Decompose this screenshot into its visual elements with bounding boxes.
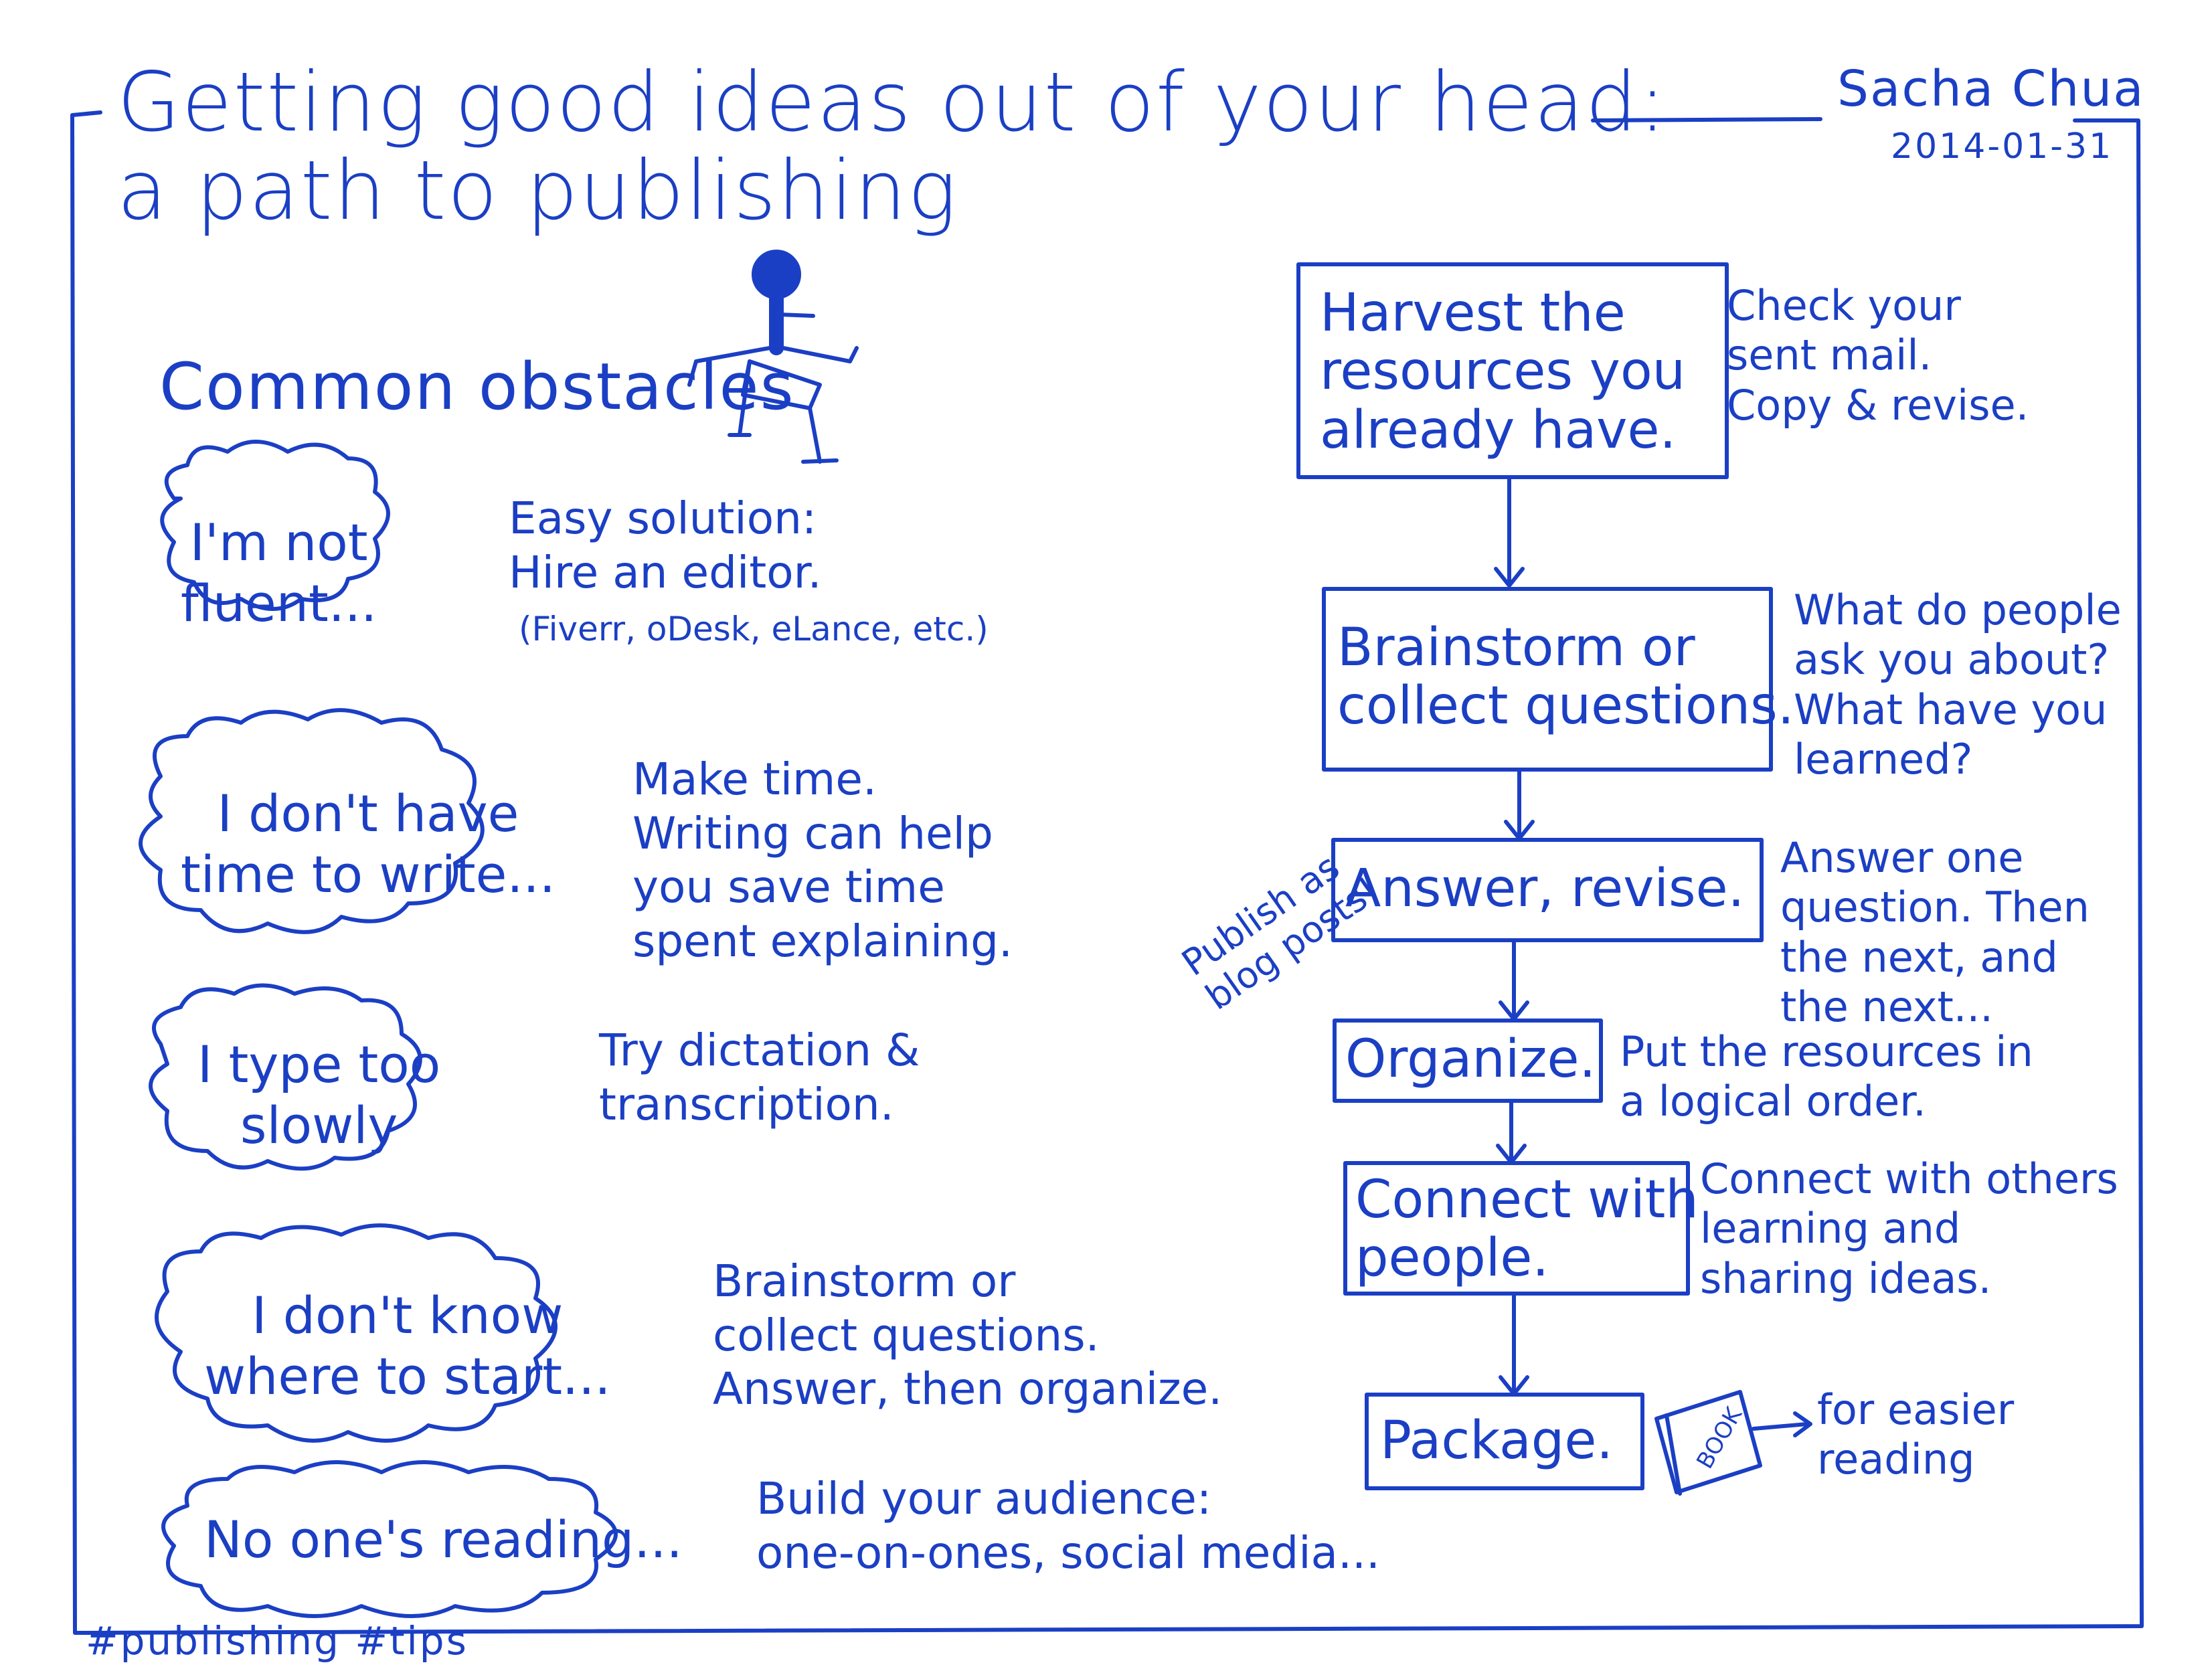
arrow-4: [1496, 1099, 1527, 1164]
arrow-1: [1494, 475, 1525, 588]
path-step-note: for easier reading: [1817, 1385, 2015, 1484]
obstacle-quote: No one's reading...: [204, 1510, 683, 1569]
obstacle-solution: Try dictation & transcription.: [599, 1025, 920, 1130]
path-step-note: Connect with others learning and sharing…: [1700, 1154, 2118, 1303]
page-title: Getting good ideas out of your head: a p…: [117, 55, 1668, 238]
arrow-3: [1499, 938, 1529, 1021]
path-step-note: Check your sent mail. Copy & revise.: [1727, 281, 2029, 430]
obstacle-solution: Brainstorm or collect questions. Answer,…: [713, 1255, 1223, 1415]
obstacle-solution: Easy solution: Hire an editor.: [509, 493, 822, 598]
step-box-1: [1296, 262, 1729, 479]
path-step-label: Package.: [1380, 1411, 1614, 1471]
author-name: Sacha Chua: [1837, 60, 2145, 118]
path-step-label: Brainstorm or collect questions.: [1337, 618, 1794, 737]
obstacle-solution: Make time. Writing can help you save tim…: [632, 754, 1013, 967]
sketch-date: 2014-01-31: [1891, 126, 2114, 167]
cloud-4: [155, 1223, 558, 1443]
hurdler-icon: [687, 250, 859, 464]
book-icon: [1654, 1390, 1762, 1496]
obstacle-solution: Build your audience: one-on-ones, social…: [756, 1473, 1380, 1579]
path-step-note: Put the resources in a logical order.: [1620, 1027, 2033, 1126]
cloud-3: [149, 983, 422, 1171]
obstacle-quote: I type too slowly: [197, 1035, 441, 1156]
obstacles-heading: Common obstacles: [159, 349, 795, 424]
path-step-label: Organize.: [1345, 1029, 1596, 1089]
path-step-note: What do people ask you about? What have …: [1794, 586, 2122, 784]
step-box-3: [1331, 838, 1764, 942]
obstacle-quote: I don't have time to write...: [181, 784, 556, 905]
obstacle-quote: I don't know where to start...: [204, 1286, 611, 1407]
obstacle-quote: I'm not fluent...: [181, 513, 377, 634]
hashtags: #publishing #tips: [86, 1618, 469, 1664]
step-box-2: [1322, 587, 1773, 772]
cloud-5: [161, 1460, 618, 1618]
path-step-label: Connect with people.: [1355, 1170, 1699, 1289]
step-box-4: [1333, 1019, 1603, 1103]
arrow-5: [1499, 1292, 1529, 1396]
arrow-2: [1504, 768, 1535, 841]
path-step-label: Harvest the resources you already have.: [1320, 283, 1686, 460]
obstacle-solution-note: (Fiverr, oDesk, eLance, etc.): [519, 610, 989, 648]
title-underline: [1591, 117, 1822, 122]
page-border: [70, 110, 2144, 1635]
path-step-note: Answer one question. Then the next, and …: [1780, 833, 2090, 1032]
cloud-2: [139, 708, 485, 934]
cloud-1: [160, 440, 390, 611]
book-arrow: [1752, 1411, 1812, 1437]
step-box-5: [1343, 1161, 1690, 1296]
path-step-label: Answer, revise.: [1345, 859, 1745, 919]
step-box-6: [1365, 1393, 1644, 1490]
